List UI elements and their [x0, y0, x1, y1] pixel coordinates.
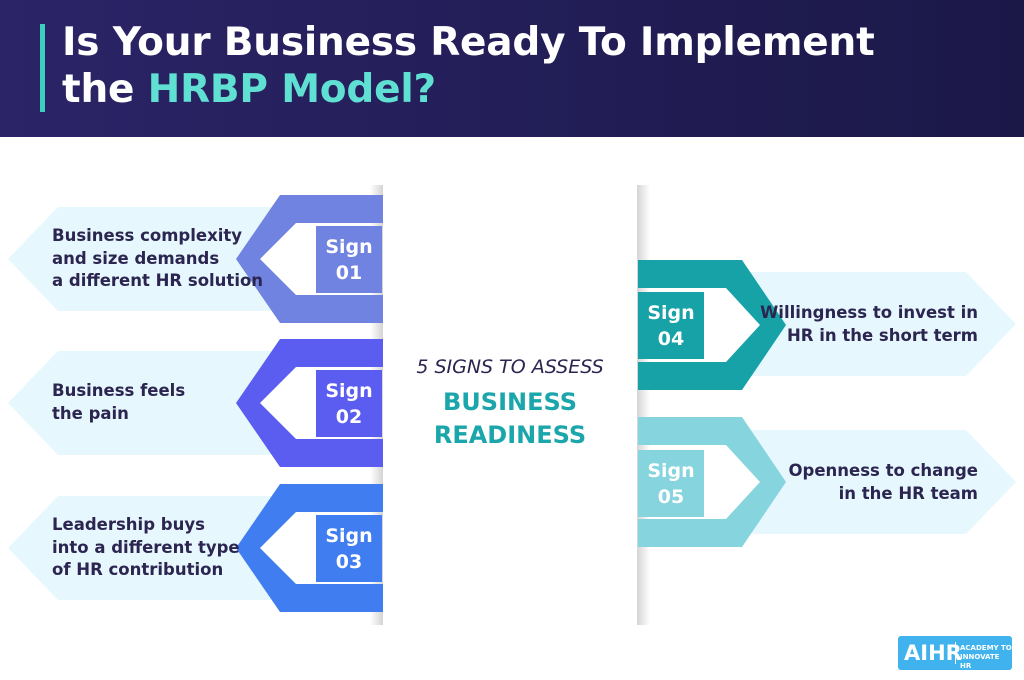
- sign-05-text-line: Openness to change: [788, 461, 978, 480]
- sign-01-text-line: a different HR solution: [52, 271, 264, 290]
- sign-01-chevron: [236, 195, 383, 323]
- logo-tagline-line: ACADEMY TO: [960, 644, 1012, 652]
- sign-05-card-bg: [734, 430, 1016, 534]
- sign-01-word: Sign: [325, 236, 373, 258]
- sign-04-card: [638, 260, 1016, 390]
- logo-wordmark: AIHR: [904, 641, 962, 665]
- sign-04-card-bg: [734, 272, 1016, 376]
- sign-05-word: Sign: [647, 460, 695, 482]
- sign-03-text-line: into a different type: [52, 537, 240, 557]
- center-heading-line-1: BUSINESS: [443, 388, 577, 416]
- sign-02-word: Sign: [325, 380, 373, 402]
- title-line-2-prefix: the: [62, 67, 148, 112]
- sign-03-box: [316, 515, 382, 582]
- title-line-1: Is Your Business Ready To Implement: [62, 20, 875, 65]
- sign-01-number: 01: [335, 262, 363, 284]
- sign-05-box: [638, 450, 704, 517]
- sign-03-label: Sign 03: [316, 523, 382, 575]
- sign-03-text-line: Leadership buys: [52, 515, 205, 534]
- sign-05-text-line: in the HR team: [838, 483, 978, 503]
- sign-01-text: Business complexity and size demands a dif…: [52, 225, 263, 293]
- sign-01-box: [316, 226, 382, 293]
- sign-05-number: 05: [657, 486, 685, 508]
- sign-05-chevron: [638, 417, 786, 547]
- sign-01-card-bg: [8, 207, 290, 311]
- sign-04-number: 04: [657, 328, 685, 350]
- sign-01-label: Sign 01: [316, 234, 382, 286]
- sign-02-card: [8, 339, 383, 467]
- sign-03-text: Leadership buys into a different type of H…: [52, 514, 240, 582]
- center-heading: BUSINESS READINESS: [385, 386, 635, 452]
- sign-02-text: Business feels the pain: [52, 380, 185, 425]
- sign-01-text-line: and size demands: [52, 248, 220, 268]
- center-heading-line-2: READINESS: [433, 421, 587, 449]
- sign-02-card-bg: [8, 351, 290, 455]
- sign-04-text: Willingness to invest in HR in the short …: [760, 302, 978, 347]
- sign-03-number: 03: [335, 551, 363, 573]
- title-highlight: HRBP Model?: [147, 67, 437, 112]
- panel-shadow-right: [636, 185, 650, 625]
- sign-03-chevron: [236, 484, 383, 612]
- sign-04-chevron: [638, 260, 786, 390]
- sign-03-card-bg: [8, 496, 290, 600]
- sign-02-text-line: Business feels: [52, 381, 186, 400]
- sign-04-box: [638, 292, 704, 359]
- sign-02-label: Sign 02: [316, 378, 382, 430]
- sign-02-text-line: the pain: [52, 403, 129, 423]
- title-accent-bar: [40, 24, 45, 112]
- sign-04-label: Sign 04: [638, 300, 704, 352]
- sign-03-text-line: of HR contribution: [52, 560, 224, 579]
- sign-02-chevron: [236, 339, 383, 467]
- sign-04-word: Sign: [647, 302, 695, 324]
- sign-01-card: [8, 195, 383, 323]
- logo-divider: [955, 642, 956, 664]
- logo-tagline-line: INNOVATE HR: [960, 653, 1000, 670]
- sign-01-text-line: Business complexity: [52, 226, 243, 245]
- sign-02-box: [316, 370, 382, 437]
- sign-02-number: 02: [335, 406, 363, 428]
- sign-03-card: [8, 484, 383, 612]
- center-subtitle: 5 SIGNS TO ASSESS: [416, 356, 604, 378]
- sign-03-word: Sign: [325, 525, 373, 547]
- sign-05-text: Openness to change in the HR team: [760, 460, 978, 505]
- sign-05-card: [638, 417, 1016, 547]
- center-panel: [383, 183, 637, 628]
- sign-05-label: Sign 05: [638, 458, 704, 510]
- sign-04-text-line: HR in the short term: [786, 325, 978, 345]
- sign-04-text-line: Willingness to invest in: [760, 303, 978, 322]
